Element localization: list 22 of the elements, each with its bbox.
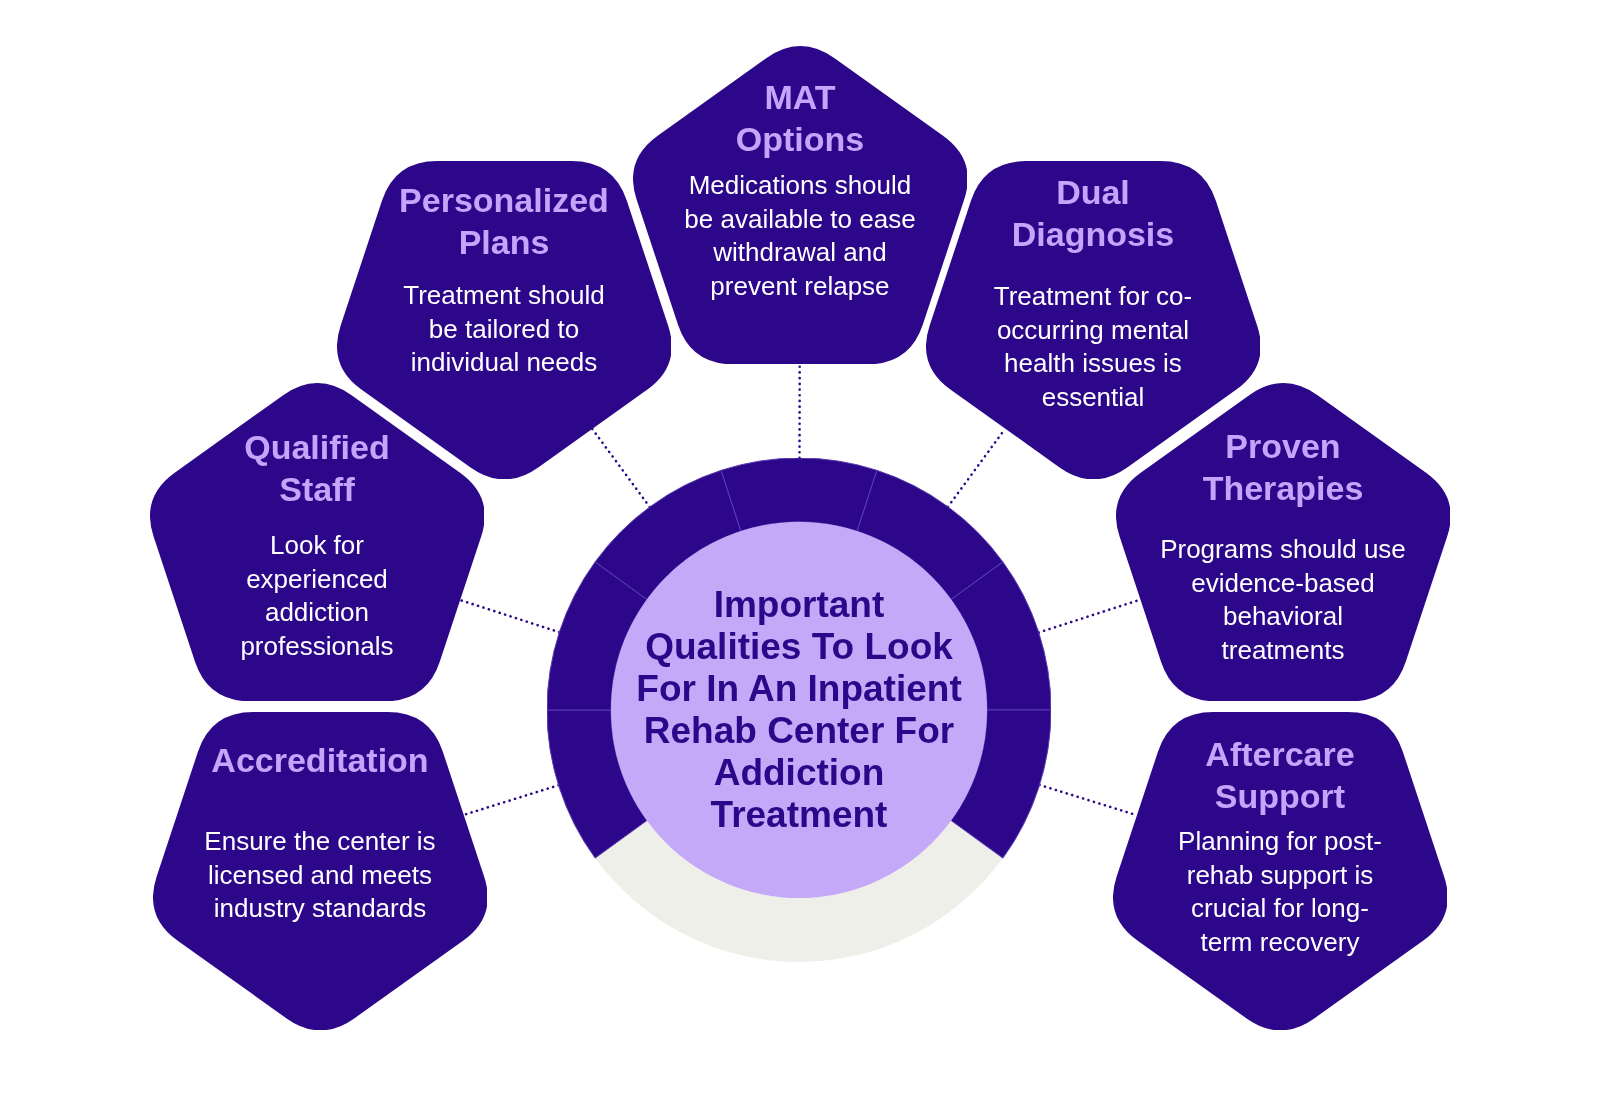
pentagon-card: [1112, 712, 1448, 1031]
card-text: Treatment should be tailored to individual needs: [402, 279, 606, 379]
card-heading: MAT Options: [734, 77, 866, 160]
pentagon-card: [152, 712, 488, 1031]
card-heading: Dual Diagnosis: [1010, 172, 1176, 255]
card-heading: Accreditation: [210, 740, 430, 781]
card-text: Planning for post-rehab support is crucial for long-term recovery: [1177, 825, 1383, 959]
center-title: Important Qualities To Look For In An Inpatient Rehab Center For Addiction Treatment: [635, 584, 963, 836]
card-heading: Aftercare Support: [1204, 734, 1356, 817]
card-text: Programs should use evidence-based behavioral treatments: [1159, 533, 1407, 667]
card-heading: Proven Therapies: [1201, 426, 1365, 509]
card-text: Medications should be available to ease withdrawal and prevent relapse: [683, 169, 917, 303]
dotted-connector: [458, 598, 561, 634]
pentagon-card: [632, 46, 968, 365]
card-heading: Qualified Staff: [243, 427, 391, 510]
pentagon-card: [149, 383, 485, 702]
card-text: Look for experienced addiction professionals: [239, 529, 395, 663]
card-text: Ensure the center is licensed and meets industry standards: [203, 825, 437, 925]
card-text: Treatment for co-occurring mental health issues is essential: [992, 280, 1194, 414]
card-heading: Personalized Plans: [398, 180, 610, 263]
dotted-connector: [462, 783, 560, 817]
dotted-connector: [798, 363, 801, 460]
